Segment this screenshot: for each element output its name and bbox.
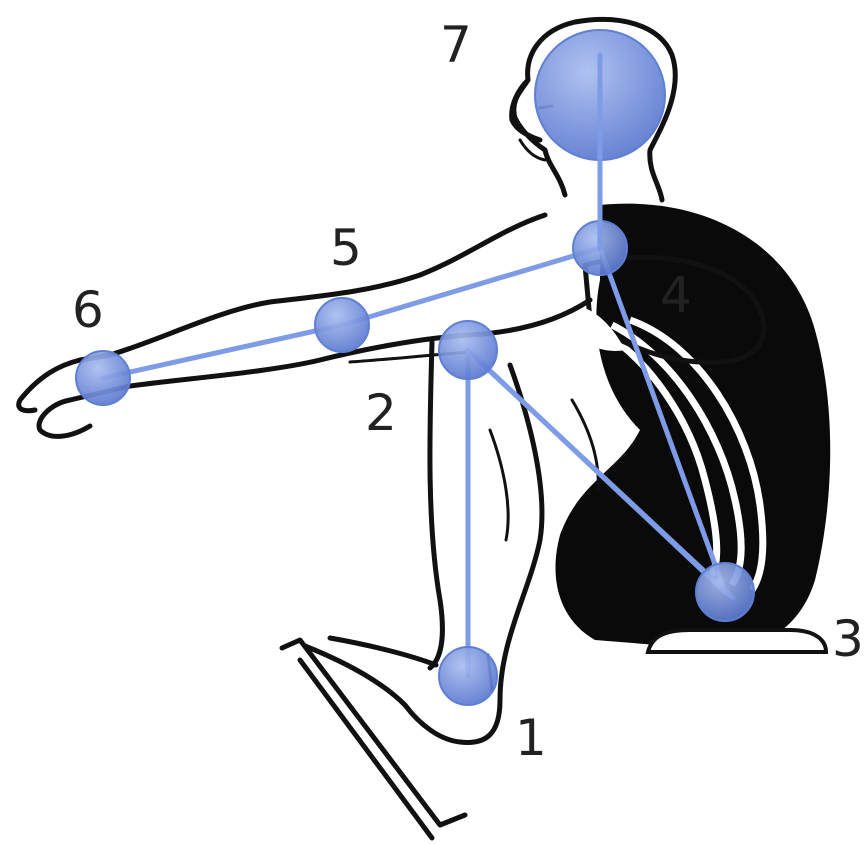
seat — [648, 630, 826, 652]
joint-label-4: 4 — [660, 266, 692, 324]
joint-marker-2 — [439, 321, 497, 379]
joint-label-5: 5 — [330, 219, 362, 277]
joint-marker-3 — [696, 563, 754, 621]
joint-marker-5 — [315, 298, 369, 352]
joint-label-3: 3 — [832, 610, 864, 668]
joint-label-6: 6 — [72, 281, 104, 339]
joint-label-2: 2 — [365, 384, 397, 442]
joint-marker-6 — [76, 351, 130, 405]
footboard — [282, 640, 465, 838]
joint-label-7: 7 — [440, 16, 472, 74]
joint-marker-1 — [439, 647, 497, 705]
bone-elbow-to-hand — [103, 325, 342, 378]
joint-label-1: 1 — [515, 709, 547, 767]
